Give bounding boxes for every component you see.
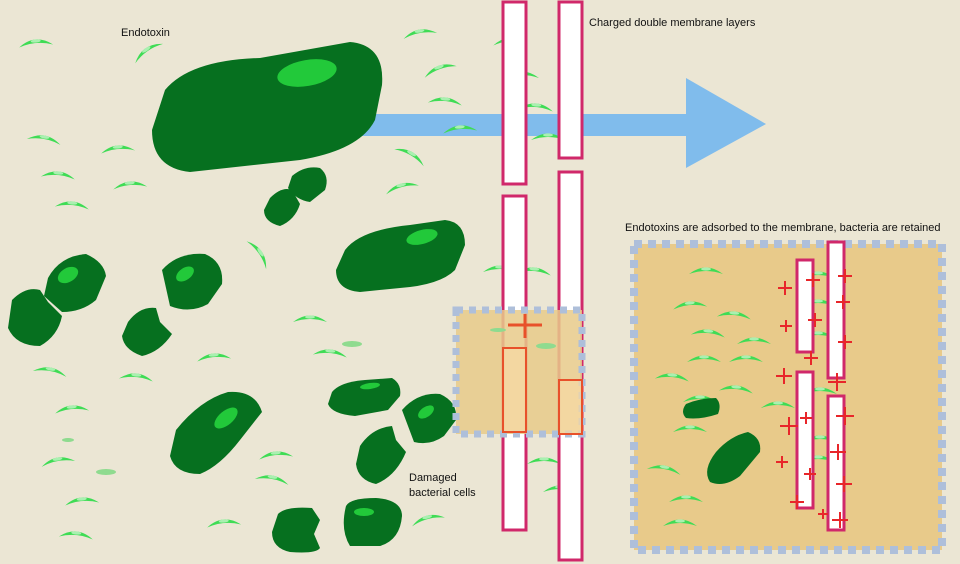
endotoxin-label: Endotoxin	[121, 27, 170, 39]
zoom-source-box	[452, 306, 586, 438]
charge-plus-icons	[776, 269, 854, 528]
damaged-label-line1: Damaged	[409, 472, 457, 484]
damaged-bacterium-left	[8, 254, 106, 346]
zoom-bacteria	[683, 398, 761, 484]
damaged-label-line2: bacterial cells	[409, 487, 476, 499]
damaged-bacterium-small	[264, 167, 327, 226]
bacterium-large	[152, 42, 383, 172]
damaged-bacterium-right	[356, 393, 457, 484]
flow-arrow-icon	[300, 78, 766, 168]
endotoxin-particles	[18, 26, 577, 540]
zoom-detail-box	[630, 240, 946, 554]
adsorbed-label: Endotoxins are adsorbed to the membrane,…	[625, 222, 941, 234]
damaged-bacterium-bottom	[272, 498, 402, 553]
charge-plus-icon	[508, 314, 542, 338]
damaged-bacterium-center	[122, 253, 223, 356]
bacterium-diagonal	[170, 391, 262, 474]
bacterium-small-bottom	[328, 378, 401, 416]
membrane-label: Charged double membrane layers	[589, 17, 756, 29]
bacterium-middle	[336, 220, 465, 292]
